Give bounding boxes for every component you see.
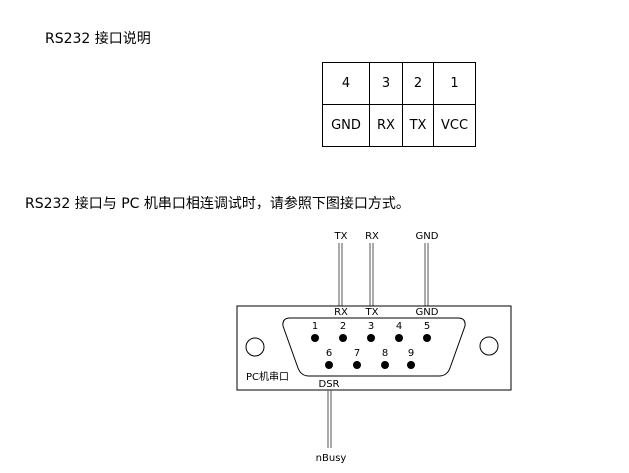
mounting-hole-left	[245, 337, 265, 357]
top-label-tx: TX	[334, 231, 348, 242]
pin-dot	[325, 361, 333, 369]
pin-label: 2	[340, 321, 346, 332]
connector-name: PC机串口	[246, 370, 289, 383]
pin-signal-cell: GND	[322, 104, 370, 147]
pin-label: 6	[326, 348, 332, 359]
connector-label-gnd: GND	[416, 307, 439, 318]
pin-label: 1	[312, 321, 318, 332]
pin-table: 4 3 2 1 GND RX TX VCC	[322, 62, 476, 147]
connector-label-rx: RX	[334, 307, 348, 318]
mounting-hole-right	[479, 336, 499, 356]
top-label-gnd: GND	[416, 231, 439, 242]
dsr-label: DSR	[319, 379, 340, 390]
pin-number-cell: 2	[402, 62, 434, 105]
pin-dot	[407, 361, 415, 369]
page-title: RS232 接口说明	[45, 31, 151, 47]
pin-dot	[367, 334, 375, 342]
wire-lines	[338, 243, 429, 306]
pin-label: 7	[354, 348, 360, 359]
pin-dot	[395, 334, 403, 342]
pin-label: 8	[382, 348, 388, 359]
dsr-wire	[327, 390, 332, 448]
instruction-text: RS232 接口与 PC 机串口相连调试时，请参照下图接口方式。	[25, 196, 410, 212]
pin-signal-cell: TX	[402, 104, 434, 147]
pin-label: 3	[368, 321, 374, 332]
top-label-rx: RX	[365, 231, 379, 242]
pin-label: 4	[396, 321, 402, 332]
pin-label: 9	[408, 348, 414, 359]
pin-number-cell: 3	[369, 62, 403, 105]
pin-dot	[339, 334, 347, 342]
nbusy-label: nBusy	[316, 453, 347, 464]
pin-dot	[353, 361, 361, 369]
pin-signal-cell: RX	[369, 104, 403, 147]
pin-number-cell: 4	[322, 62, 370, 105]
pin-dot	[381, 361, 389, 369]
pin-signal-cell: VCC	[433, 104, 476, 147]
pin-dot	[311, 334, 319, 342]
connector-label-tx: TX	[365, 307, 379, 318]
pin-label: 5	[424, 321, 430, 332]
pin-dot	[423, 334, 431, 342]
